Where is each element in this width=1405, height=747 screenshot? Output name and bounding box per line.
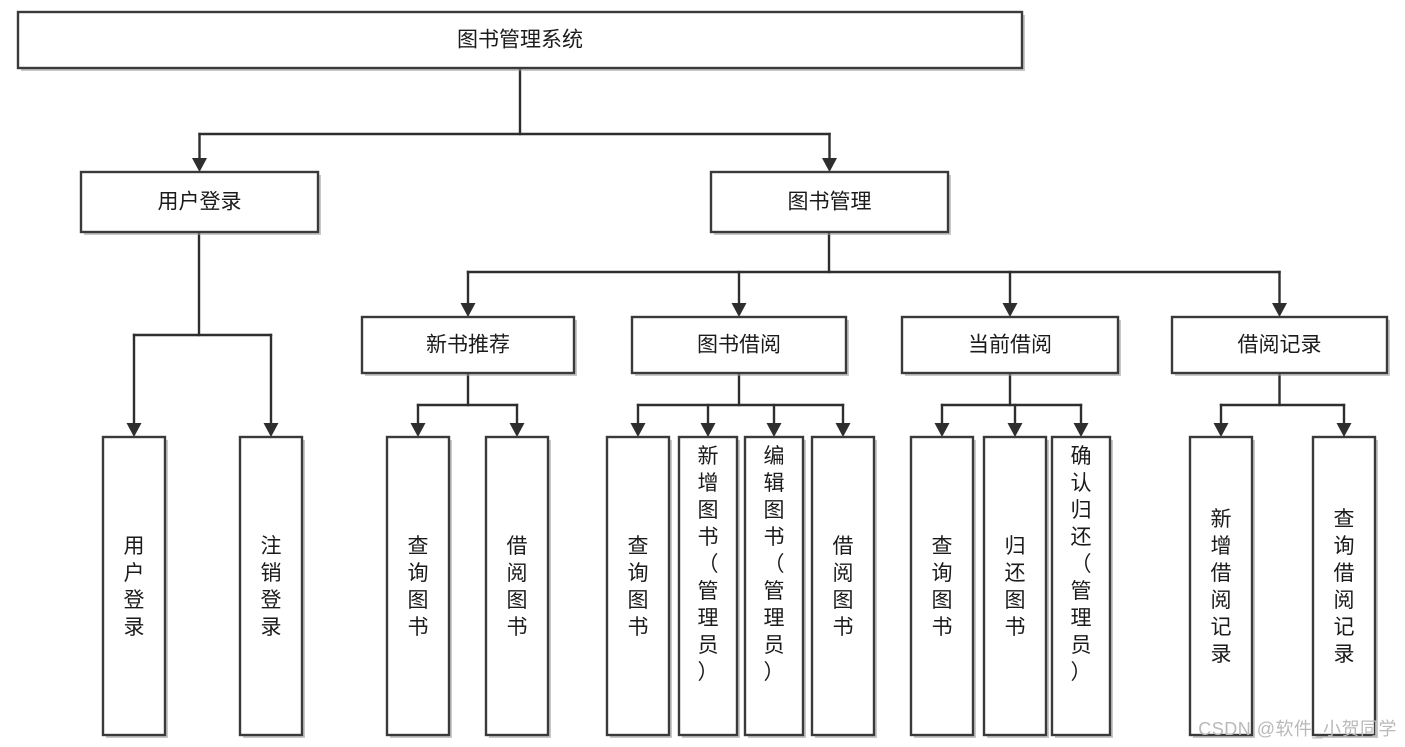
node-rect[interactable]: [484, 435, 550, 737]
edges-layer: [126, 66, 1352, 437]
arrow-head: [630, 423, 646, 437]
nodes-layer: 图书管理系统用户登录图书管理新书推荐图书借阅当前借阅借阅记录用户登录注销登录查询…: [16, 10, 1390, 738]
arrow-head: [1336, 423, 1352, 437]
arrow-head: [509, 423, 525, 437]
node-leaf[interactable]: 借阅图书: [484, 435, 551, 738]
node-rect[interactable]: [630, 315, 848, 375]
node-level2[interactable]: 借阅记录: [1170, 315, 1390, 376]
node-rect[interactable]: [605, 435, 671, 737]
arrow-head: [822, 158, 837, 172]
node-level1[interactable]: 图书管理: [709, 170, 951, 235]
arrow-head: [731, 303, 747, 317]
node-label: 借阅图书: [507, 535, 528, 639]
node-rect[interactable]: [16, 10, 1024, 70]
node-leaf[interactable]: 查询图书: [385, 435, 452, 738]
node-leaf[interactable]: 归还图书: [982, 435, 1049, 738]
node-rect[interactable]: [1188, 435, 1254, 737]
node-rect[interactable]: [360, 315, 576, 375]
node-label: 借阅图书: [833, 535, 854, 639]
arrow-head: [766, 423, 782, 437]
arrow-head: [126, 423, 142, 437]
node-rect[interactable]: [1050, 435, 1112, 737]
watermark-text: CSDN @软件_小贺同学: [1198, 719, 1397, 739]
node-label: 用户登录: [158, 191, 242, 214]
node-level2[interactable]: 图书借阅: [630, 315, 849, 376]
node-rect[interactable]: [743, 435, 805, 737]
node-rect[interactable]: [238, 435, 304, 737]
node-rect[interactable]: [1170, 315, 1389, 375]
arrow-head: [835, 423, 851, 437]
node-label: 图书借阅: [697, 334, 781, 357]
arrow-head: [700, 423, 716, 437]
node-label: 借阅记录: [1238, 334, 1322, 357]
node-leaf[interactable]: 确认归还（管理员）: [1050, 435, 1113, 738]
node-label: 注销登录: [261, 535, 282, 639]
node-leaf[interactable]: 编辑图书（管理员）: [743, 435, 806, 738]
node-label: 当前借阅: [968, 334, 1052, 357]
node-leaf[interactable]: 查询图书: [605, 435, 672, 738]
node-leaf[interactable]: 查询图书: [909, 435, 976, 738]
node-label: 确认归还（管理员）: [1071, 445, 1092, 684]
node-label: 图书管理: [788, 191, 872, 214]
node-rect[interactable]: [677, 435, 739, 737]
node-label: 归还图书: [1005, 535, 1026, 639]
node-leaf[interactable]: 新增借阅记录: [1188, 435, 1255, 738]
node-label: 查询借阅记录: [1334, 508, 1355, 666]
arrow-head: [263, 423, 279, 437]
arrow-head: [1002, 303, 1018, 317]
arrow-head: [192, 158, 207, 172]
node-rect[interactable]: [79, 170, 320, 234]
node-rect[interactable]: [810, 435, 876, 737]
node-leaf[interactable]: 用户登录: [101, 435, 168, 738]
node-label: 新书推荐: [426, 334, 510, 357]
node-rect[interactable]: [385, 435, 451, 737]
node-rect[interactable]: [982, 435, 1048, 737]
node-level2[interactable]: 当前借阅: [900, 315, 1121, 376]
arrow-head: [460, 303, 476, 317]
node-rect[interactable]: [1311, 435, 1377, 737]
node-rect[interactable]: [900, 315, 1120, 375]
arrow-head: [934, 423, 950, 437]
node-rect[interactable]: [709, 170, 950, 234]
node-label: 新增借阅记录: [1211, 508, 1232, 666]
arrow-head: [1073, 423, 1089, 437]
node-leaf[interactable]: 新增图书（管理员）: [677, 435, 740, 738]
arrow-head: [1213, 423, 1229, 437]
arrow-head: [1007, 423, 1023, 437]
node-root[interactable]: 图书管理系统: [16, 10, 1025, 71]
node-leaf[interactable]: 查询借阅记录: [1311, 435, 1378, 738]
node-label: 用户登录: [124, 535, 145, 639]
arrow-head: [410, 423, 426, 437]
node-level1[interactable]: 用户登录: [79, 170, 321, 235]
node-label: 新增图书（管理员）: [698, 445, 719, 684]
node-label: 编辑图书（管理员）: [764, 445, 785, 684]
node-rect[interactable]: [909, 435, 975, 737]
node-label: 查询图书: [408, 535, 429, 639]
node-leaf[interactable]: 注销登录: [238, 435, 305, 738]
node-label: 图书管理系统: [457, 29, 583, 52]
node-rect[interactable]: [101, 435, 167, 737]
arrow-head: [1272, 303, 1287, 317]
node-label: 查询图书: [628, 535, 649, 639]
node-leaf[interactable]: 借阅图书: [810, 435, 877, 738]
node-level2[interactable]: 新书推荐: [360, 315, 577, 376]
node-label: 查询图书: [932, 535, 953, 639]
